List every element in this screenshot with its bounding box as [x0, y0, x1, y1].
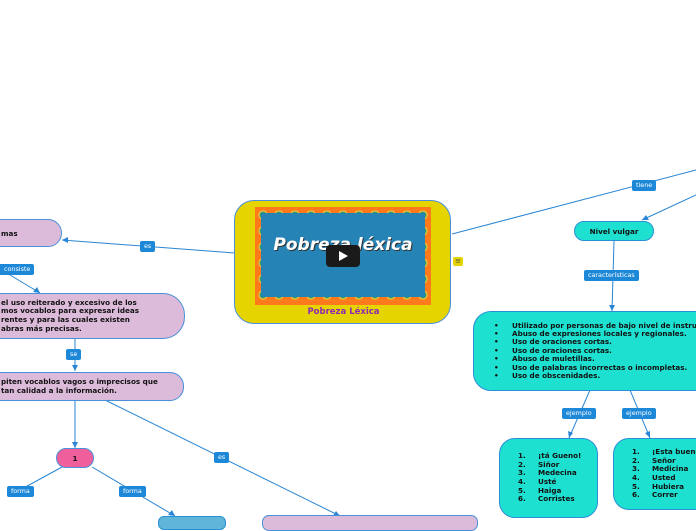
- list-item: •Uso de palabras incorrectas o incomplet…: [494, 362, 688, 372]
- link-label-consiste: consiste: [0, 264, 35, 275]
- repeat-line: piten vocablos vagos o imprecisos que: [1, 376, 158, 386]
- bottom-node-partial-1[interactable]: [158, 516, 226, 530]
- link-label-forma-1: forma: [7, 486, 34, 497]
- play-icon: [339, 251, 348, 261]
- definition-text: el uso reiterado y excesivo de los mos v…: [1, 297, 140, 333]
- list-item: •Uso de obscenidades.: [494, 371, 601, 381]
- definition-line: rentes y para las cuales existen: [1, 315, 130, 324]
- ejemplo-1-node[interactable]: 1.¡tá Gueno! 2.Siñor 3.Medecina 4.Usté 5…: [499, 438, 598, 518]
- list-item: 4.Usted: [632, 473, 676, 482]
- list-item: •Uso de oraciones cortas.: [494, 345, 612, 355]
- list-item: 1.¡Esta bueno!: [632, 447, 696, 457]
- list-item: •Uso de oraciones cortas.: [494, 337, 612, 347]
- video-thumbnail[interactable]: Pobreza léxica: [255, 207, 431, 305]
- definition-line: abras más precisas.: [1, 323, 82, 333]
- repeat-node[interactable]: piten vocablos vagos o imprecisos que ta…: [0, 372, 184, 401]
- list-item: 2.Señor: [632, 455, 676, 465]
- link-label-caracteristicas: características: [584, 270, 639, 281]
- repeat-text: piten vocablos vagos o imprecisos que ta…: [1, 376, 158, 395]
- list-item: 3.Medecina: [518, 468, 577, 478]
- list-item: 6.Corristes: [518, 494, 575, 504]
- bottom-node-partial-2[interactable]: [262, 515, 478, 531]
- top-left-text: mas: [1, 228, 18, 238]
- top-left-node[interactable]: mas: [0, 219, 62, 247]
- list-item: •Abuso de expresiones locales y regional…: [494, 328, 687, 338]
- list-item: 2.Siñor: [518, 459, 560, 469]
- number-node[interactable]: 1: [56, 448, 94, 468]
- link-label-ejemplo-2: ejemplo: [622, 408, 656, 419]
- number-text: 1: [72, 453, 78, 463]
- definition-line: mos vocablos para expresar ideas: [1, 306, 140, 316]
- list-item: 4.Usté: [518, 477, 557, 486]
- list-item: •Utilizado por personas de bajo nivel de…: [494, 320, 696, 330]
- definition-line: el uso reiterado y excesivo de los: [1, 297, 137, 307]
- ejemplo-2-list: 1.¡Esta bueno! 2.Señor 3.Medicina 4.Uste…: [632, 448, 696, 500]
- list-item: 6.Correr: [632, 490, 678, 500]
- list-item: 5.Haiga: [518, 485, 562, 495]
- definition-node[interactable]: el uso reiterado y excesivo de los mos v…: [0, 293, 185, 339]
- list-item: 1.¡tá Gueno!: [518, 451, 582, 461]
- repeat-line: tan calidad a la información.: [1, 385, 117, 395]
- central-topic-node[interactable]: Pobreza léxica Pobreza Léxica: [234, 200, 451, 324]
- list-item: •Abuso de muletillas.: [494, 354, 595, 364]
- caracteristicas-node[interactable]: •Utilizado por personas de bajo nivel de…: [473, 311, 696, 391]
- list-item: 3.Medicina: [632, 464, 689, 474]
- link-label-tiene: tiene: [632, 180, 657, 191]
- link-label-ejemplo-1: ejemplo: [562, 408, 596, 419]
- ejemplo-2-node[interactable]: 1.¡Esta bueno! 2.Señor 3.Medicina 4.Uste…: [613, 438, 696, 510]
- link-label-forma-2: forma: [119, 486, 146, 497]
- nivel-vulgar-text: Nivel vulgar: [589, 226, 639, 236]
- notes-icon[interactable]: ≡: [453, 257, 463, 266]
- link-label-se: se: [66, 349, 82, 360]
- link-label-es-bottom: es: [214, 452, 230, 463]
- play-button[interactable]: [326, 245, 360, 267]
- link-label-es: es: [140, 241, 156, 252]
- central-title: Pobreza Léxica: [307, 307, 380, 317]
- caracteristicas-list: •Utilizado por personas de bajo nivel de…: [494, 320, 696, 381]
- ejemplo-1-list: 1.¡tá Gueno! 2.Siñor 3.Medecina 4.Usté 5…: [518, 452, 581, 504]
- nivel-vulgar-node[interactable]: Nivel vulgar: [574, 221, 654, 241]
- list-item: 5.Hubiera: [632, 481, 685, 491]
